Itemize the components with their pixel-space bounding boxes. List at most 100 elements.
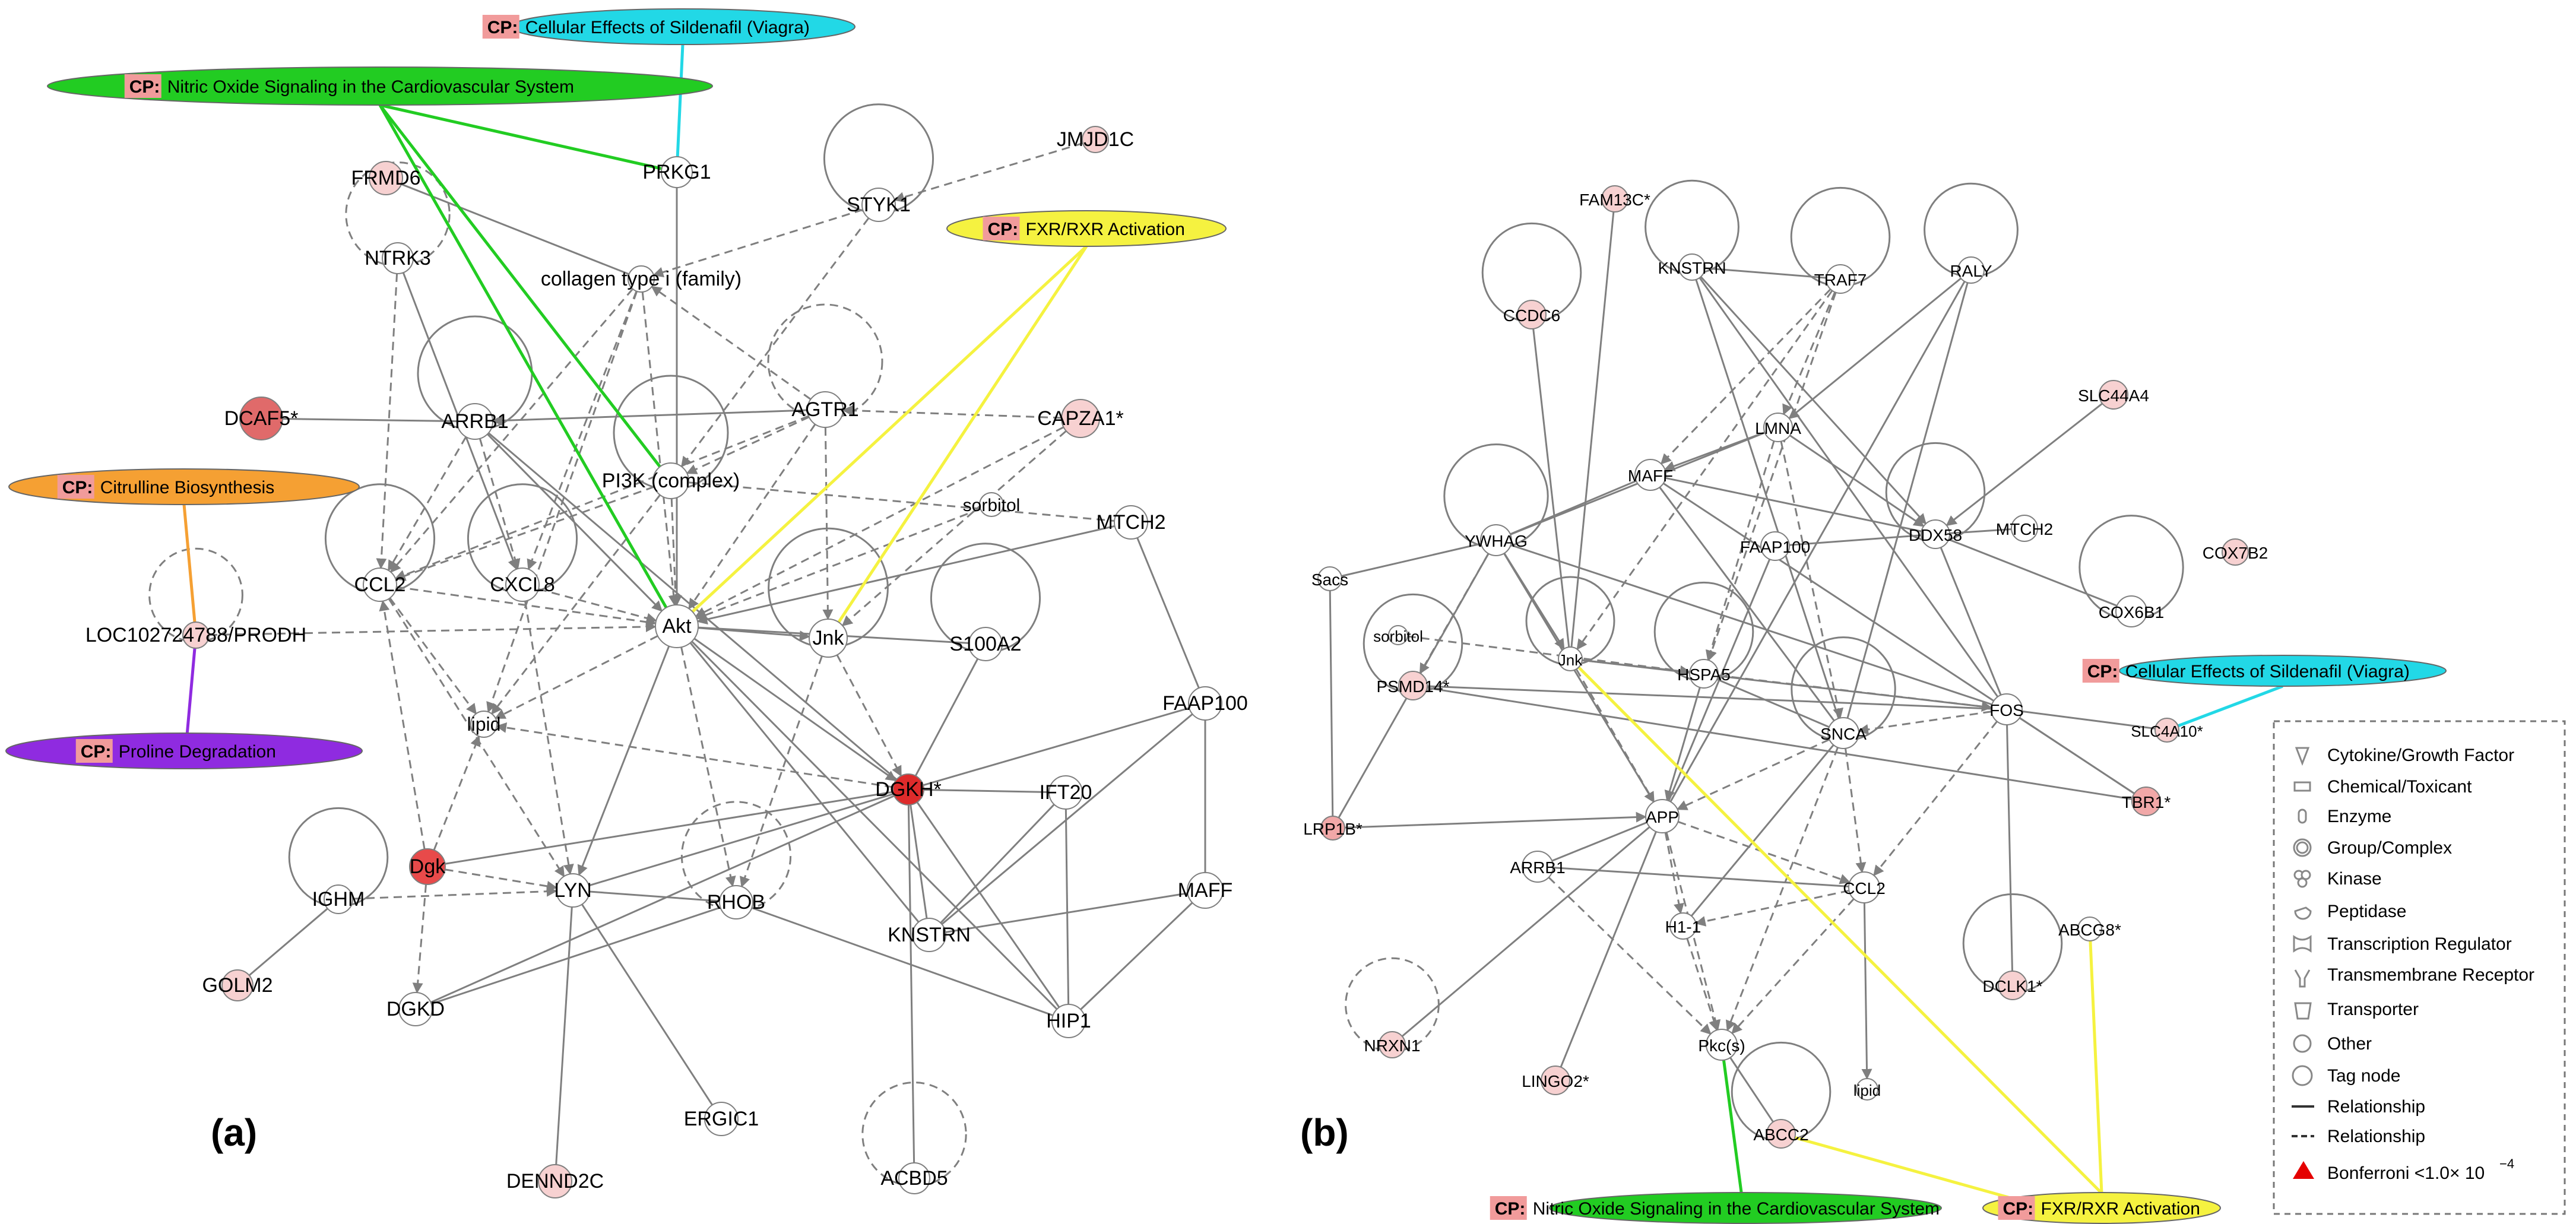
a-node-label-jmjd1c: JMJD1C xyxy=(1057,128,1134,151)
a-node-label-dgk: Dgk xyxy=(410,855,446,878)
edge-ddx58-mtch2 xyxy=(1949,528,2012,534)
a-node-dgkd: DGKD xyxy=(386,992,445,1026)
a-pathway-edge-fxr xyxy=(826,245,1088,639)
a-node-label-capza1: CAPZA1* xyxy=(1037,407,1124,430)
b-node-ddx58: DDX58 xyxy=(1909,519,1962,549)
bonferroni-triangle-icon xyxy=(2293,1161,2314,1179)
edge-ntrk3-ccl2 xyxy=(376,273,398,569)
a-node-pi3k: PI3K (complex) xyxy=(602,462,740,499)
b-node-lipid: lipid xyxy=(1853,1078,1881,1101)
edge-capza1-akt xyxy=(695,426,1064,617)
a-node-dennd2c: DENND2C xyxy=(506,1164,604,1198)
a-node-dgk: Dgk xyxy=(409,848,446,885)
legend-item-5: Peptidase xyxy=(2327,902,2406,921)
b-node-lrp1b: LRP1B* xyxy=(1303,816,1363,841)
edge-pkc-abcc2 xyxy=(1729,1057,1774,1122)
legend-item-11: Relationship xyxy=(2327,1097,2425,1117)
a-fxr-akt-edge xyxy=(676,245,1088,627)
a-node-label-ighm: IGHM xyxy=(312,888,365,911)
b-node-label-ywhag: YWHAG xyxy=(1465,532,1528,550)
b-node-label-sacs: Sacs xyxy=(1311,570,1348,589)
b-node-app: APP xyxy=(1645,799,1680,833)
b-pathway-tag-fxr: CP: xyxy=(2003,1199,2034,1219)
edge-collagen-cxcl8 xyxy=(527,290,638,570)
a-node-label-rhob: RHOB xyxy=(707,891,765,914)
edge-loc-akt xyxy=(208,621,657,636)
edge-capza1-agtr1 xyxy=(842,405,1062,419)
edge-dgkh-dgk xyxy=(445,791,893,865)
edge-psmd14-tbr1 xyxy=(1427,687,2133,800)
edge-agtr1-collagen xyxy=(651,286,812,400)
legend-item-4: Kinase xyxy=(2327,869,2382,889)
b-node-label-ccl2: CCL2 xyxy=(1843,879,1886,898)
edge-jnk-rhob xyxy=(740,655,823,888)
edge-snca-h11 xyxy=(1690,744,1834,917)
a-pathway-pro: CP:Proline Degradation xyxy=(5,733,363,769)
panel-label-a: (a) xyxy=(211,1111,257,1154)
a-node-sorbitol: sorbitol xyxy=(963,492,1020,517)
edge-hspa5-app xyxy=(1664,687,1701,801)
a-node-label-lyn: LYN xyxy=(554,879,592,902)
edge-raly-app xyxy=(1669,281,1966,803)
a-pathway-tag-fxr: CP: xyxy=(988,220,1019,239)
a-node-label-acbd5: ACBD5 xyxy=(880,1167,948,1190)
edge-raly-lmna xyxy=(1788,277,1962,419)
edge-sorbitol-hspa5 xyxy=(1407,635,1691,676)
edge-ccl2-pkc xyxy=(1731,898,1855,1035)
a-pathway-label-nos: Nitric Oxide Signaling in the Cardiovasc… xyxy=(167,77,574,97)
a-nos-pi3k-edge xyxy=(379,104,672,482)
enzyme-icon xyxy=(2298,808,2307,824)
edge-styk1-pi3k xyxy=(680,217,870,468)
b-node-label-abcg8: ABCG8* xyxy=(2058,921,2121,939)
edge-knstrn-fos xyxy=(1699,277,1999,697)
a-node-acbd5: ACBD5 xyxy=(880,1162,948,1194)
edge-dgk-lipid xyxy=(433,735,481,851)
a-pathway-edge-nos xyxy=(378,104,679,627)
a-node-faap100: FAAP100 xyxy=(1162,686,1248,721)
a-node-label-loc: LOC102724788/PRODH xyxy=(85,624,306,646)
edge-dgkh-acbd5 xyxy=(907,804,915,1163)
a-node-rhob: RHOB xyxy=(707,885,765,919)
edge-agtr1-akt xyxy=(688,423,816,610)
b-node-ccdc6: CCDC6 xyxy=(1503,300,1560,329)
edge-pi3k-lipid xyxy=(491,494,661,715)
b-node-label-knstrn: KNSTRN xyxy=(1658,259,1726,277)
b-node-slc4a10: SLC4A10* xyxy=(2131,718,2203,743)
edge-dgkh-ift20 xyxy=(923,788,1050,793)
b-node-label-lingo2: LINGO2* xyxy=(1522,1072,1589,1090)
a-pathway-tag-cgmp: CP: xyxy=(487,18,518,37)
edge-app-lingo2 xyxy=(1560,831,1657,1068)
a-node-label-faap100: FAAP100 xyxy=(1162,692,1248,715)
b-node-label-app: APP xyxy=(1646,808,1679,826)
b-node-label-fos: FOS xyxy=(1989,701,2024,719)
a-node-label-ift20: IFT20 xyxy=(1040,781,1092,804)
transcription-icon xyxy=(2293,935,2312,953)
legend-bonferroni-exp: −4 xyxy=(2499,1156,2514,1171)
edge-dgkh-lipid xyxy=(495,722,893,788)
b-node-abcc2: ABCC2 xyxy=(1753,1119,1809,1149)
a-node-label-dgkh: DGKH* xyxy=(875,778,941,801)
edge-maff-knstrn xyxy=(945,892,1188,934)
edge-maff-snca xyxy=(1659,486,1835,722)
b-node-label-lmna: LMNA xyxy=(1755,419,1801,437)
edge-maff-ywhag xyxy=(1510,480,1637,535)
b-node-snca: SNCA xyxy=(1820,717,1867,749)
edge-dgk-lyn xyxy=(445,868,558,892)
a-node-label-cxcl8: CXCL8 xyxy=(490,573,555,596)
tag-node-icon xyxy=(2292,1065,2313,1086)
a-node-label-pi3k: PI3K (complex) xyxy=(602,470,740,492)
transporter-icon xyxy=(2294,1002,2312,1020)
edge-faap100-knstrn xyxy=(941,713,1193,925)
legend-item-2: Enzyme xyxy=(2327,807,2391,826)
edge-akt-lyn xyxy=(577,645,670,876)
b-pathway-fxr: CP:FXR/RXR Activation xyxy=(1982,1192,2221,1224)
b-node-label-tbr1: TBR1* xyxy=(2122,793,2171,811)
edge-rhob-hip1 xyxy=(751,907,1054,1016)
self-loop-2 xyxy=(345,161,451,267)
a-pathway-label-fxr: FXR/RXR Activation xyxy=(1026,220,1185,239)
edges-panel-b xyxy=(1329,211,2156,1122)
a-node-collagen: collagen type i (family) xyxy=(541,265,742,293)
b-node-label-nrxn1: NRXN1 xyxy=(1364,1036,1421,1055)
a-node-dcaf5: DCAF5* xyxy=(224,397,298,440)
edge-arrb1-cxcl8 xyxy=(479,438,521,570)
